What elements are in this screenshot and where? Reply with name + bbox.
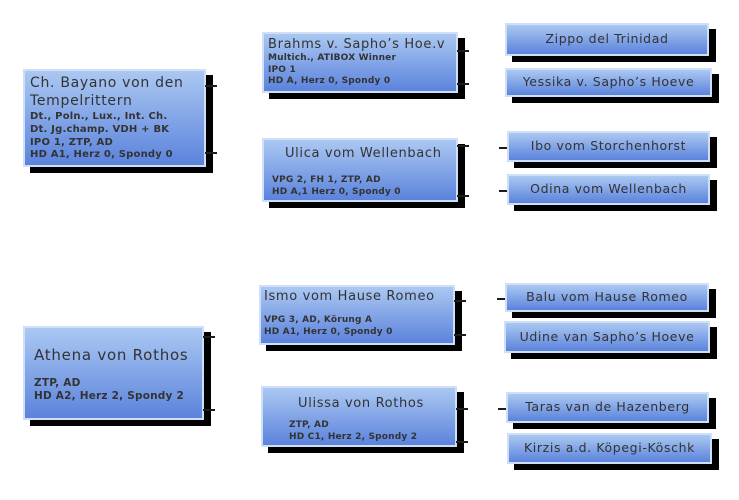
- connector-stub: [205, 152, 217, 154]
- dog-name: Balu vom Hause Romeo: [526, 289, 688, 305]
- dog-name: Yessika v. Sapho’s Hoeve: [522, 74, 695, 90]
- pedigree-box-ulica[interactable]: Ulica vom Wellenbach VPG 2, FH 1, ZTP, A…: [262, 138, 469, 202]
- connector-stub: [497, 298, 505, 300]
- dog-name: Ulissa von Rothos: [298, 396, 424, 411]
- pedigree-box-yessika[interactable]: Yessika v. Sapho’s Hoeve: [505, 68, 712, 97]
- connector-stub: [457, 195, 469, 197]
- dog-details: ZTP, AD HD A2, Herz 2, Spondy 2: [34, 377, 194, 404]
- dog-name: Ulica vom Wellenbach: [285, 146, 442, 161]
- dog-details: ZTP, AD HD C1, Herz 2, Spondy 2: [267, 420, 455, 443]
- connector-stub: [499, 190, 507, 192]
- pedigree-box-zippo[interactable]: Zippo del Trinidad: [505, 23, 709, 56]
- pedigree-box-kirzis[interactable]: Kirzis a.d. Köpegi-Köschk: [507, 433, 712, 464]
- pedigree-box-athena[interactable]: Athena von Rothos ZTP, AD HD A2, Herz 2,…: [23, 326, 215, 420]
- connector-stub: [203, 336, 215, 338]
- connector-stub: [203, 409, 215, 411]
- dog-detail-line: IPO 1: [268, 64, 296, 75]
- pedigree-box-ulissa[interactable]: Ulissa von Rothos ZTP, AD HD C1, Herz 2,…: [261, 386, 468, 447]
- dog-details: VPG 2, FH 1, ZTP, AD HD A,1 Herz 0, Spon…: [272, 175, 456, 198]
- dog-detail-line: HD A, Herz 0, Spondy 0: [268, 76, 391, 87]
- connector-stub: [457, 83, 469, 85]
- pedigree-box-balu[interactable]: Balu vom Hause Romeo: [497, 283, 709, 312]
- dog-details: Dt., Poln., Lux., Int. Ch. Dt. Jg.champ.…: [30, 111, 199, 162]
- dog-detail-line: VPG 2, FH 1, ZTP, AD: [272, 175, 381, 186]
- dog-name: Ch. Bayano von den Tempelrittern: [30, 75, 184, 110]
- dog-name: Taras van de Hazenberg: [525, 399, 690, 415]
- dog-detail-line: ZTP, AD: [34, 376, 81, 389]
- connector-stub: [456, 408, 468, 410]
- connector-stub: [457, 145, 469, 147]
- dog-detail-line: VPG 3, AD, Körung A: [264, 315, 373, 326]
- pedigree-box-odina[interactable]: Odina vom Wellenbach: [499, 174, 710, 205]
- dog-detail-line: Multich., ATIBOX Winner: [268, 53, 397, 64]
- pedigree-box-ismo[interactable]: Ismo vom Hause Romeo VPG 3, AD, Körung A…: [259, 285, 466, 345]
- pedigree-box-brahms[interactable]: Brahms v. Sapho’s Hoe.v Multich., ATIBOX…: [262, 32, 469, 93]
- dog-detail-line: HD C1, Herz 2, Spondy 2: [289, 431, 418, 442]
- pedigree-box-ch-bayano[interactable]: Ch. Bayano von den Tempelrittern Dt., Po…: [23, 69, 217, 167]
- connector-stub: [456, 441, 468, 443]
- dog-detail-line: HD A2, Herz 2, Spondy 2: [34, 390, 184, 403]
- dog-details: Multich., ATIBOX Winner IPO 1 HD A, Herz…: [268, 53, 456, 88]
- dog-name: Zippo del Trinidad: [545, 31, 669, 47]
- dog-detail-line: IPO 1, ZTP, AD: [30, 136, 113, 148]
- dog-detail-line: HD A1, Herz 0, Spondy 0: [264, 326, 393, 337]
- connector-stub: [499, 147, 507, 149]
- connector-stub: [457, 50, 469, 52]
- connector-stub: [454, 300, 466, 302]
- dog-detail-line: Dt. Jg.champ. VDH + BK: [30, 123, 170, 135]
- dog-name: Kirzis a.d. Köpegi-Köschk: [523, 440, 695, 456]
- dog-detail-line: Dt., Poln., Lux., Int. Ch.: [30, 110, 168, 122]
- dog-name: Brahms v. Sapho’s Hoe.v: [268, 37, 446, 52]
- dog-name: Athena von Rothos: [34, 346, 189, 364]
- connector-stub: [498, 408, 506, 410]
- pedigree-box-ibo[interactable]: Ibo vom Storchenhorst: [499, 131, 710, 162]
- dog-name: Ismo vom Hause Romeo: [264, 289, 435, 304]
- dog-details: VPG 3, AD, Körung A HD A1, Herz 0, Spond…: [264, 315, 453, 338]
- dog-name: Ibo vom Storchenhorst: [530, 138, 687, 154]
- dog-detail-line: HD A,1 Herz 0, Spondy 0: [272, 186, 401, 197]
- dog-name: Udine van Sapho’s Hoeve: [519, 328, 695, 344]
- pedigree-box-udine[interactable]: Udine van Sapho’s Hoeve: [504, 321, 710, 353]
- connector-stub: [205, 85, 217, 87]
- dog-detail-line: ZTP, AD: [289, 420, 329, 431]
- connector-stub: [454, 334, 466, 336]
- dog-detail-line: HD A1, Herz 0, Spondy 0: [30, 149, 173, 161]
- pedigree-box-taras[interactable]: Taras van de Hazenberg: [498, 392, 709, 423]
- dog-name: Odina vom Wellenbach: [530, 181, 687, 197]
